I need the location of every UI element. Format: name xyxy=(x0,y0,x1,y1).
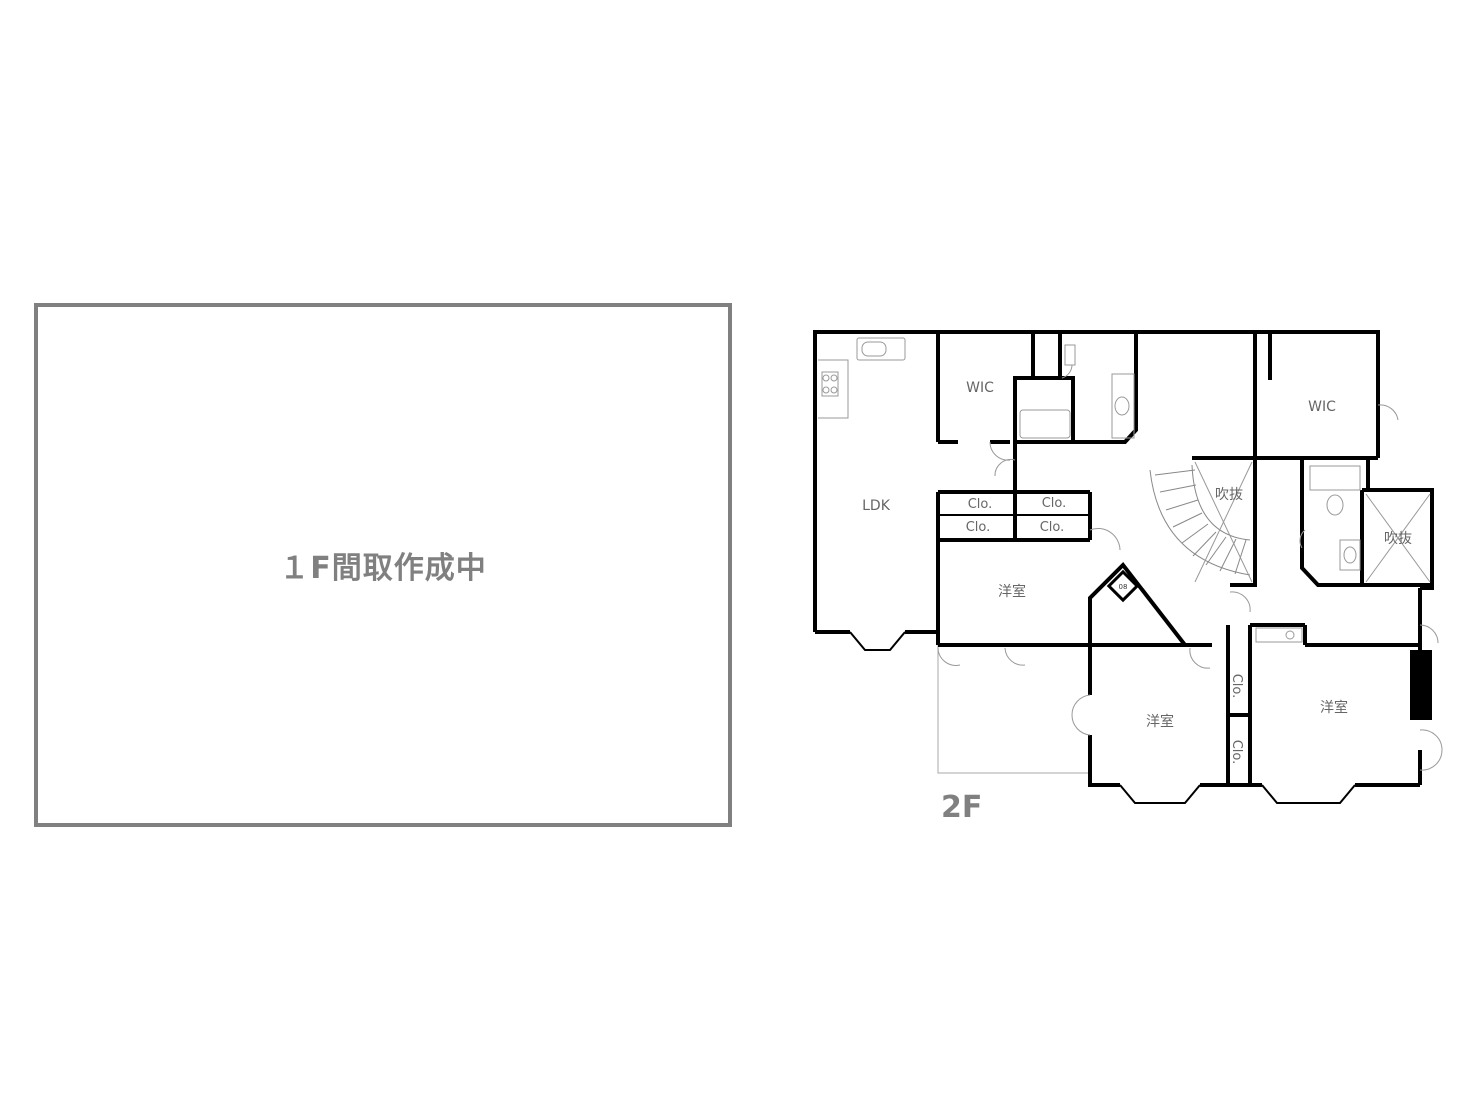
ps-box: 08 xyxy=(1106,569,1140,603)
wall-fixture xyxy=(1410,650,1432,720)
room-closet-v2: Clo. xyxy=(1229,740,1244,765)
fixtures xyxy=(818,337,1361,643)
room-yoshitsu-3: 洋室 xyxy=(1320,699,1348,716)
doors xyxy=(937,364,1443,771)
room-wic-right: WIC xyxy=(1308,399,1336,415)
ps-label: 08 xyxy=(1119,583,1128,591)
room-closet-3: Clo. xyxy=(966,520,991,535)
room-fukinuke-1: 吹抜 xyxy=(1215,487,1243,503)
outer-walls xyxy=(813,330,1434,787)
floor1-placeholder-text: １F間取作成中 xyxy=(279,551,487,586)
room-labels: LDK WIC WIC Clo. Clo. Clo. Clo. Clo. Clo… xyxy=(862,380,1412,764)
void-areas xyxy=(1194,461,1431,583)
interior-walls xyxy=(936,332,1432,785)
room-closet-v1: Clo. xyxy=(1229,674,1244,699)
room-wic-left: WIC xyxy=(966,380,994,396)
floor2-label: 2F xyxy=(941,790,983,825)
room-yoshitsu-1: 洋室 xyxy=(998,583,1026,600)
room-fukinuke-2: 吹抜 xyxy=(1384,531,1412,547)
room-yoshitsu-2: 洋室 xyxy=(1146,713,1174,730)
bay-windows xyxy=(849,631,1356,804)
room-closet-4: Clo. xyxy=(1040,520,1065,535)
room-closet-2: Clo. xyxy=(1042,496,1067,511)
floor1-placeholder-panel: １F間取作成中 xyxy=(34,303,732,827)
room-closet-1: Clo. xyxy=(968,497,993,512)
spiral-stairs xyxy=(1149,464,1251,576)
room-ldk: LDK xyxy=(862,498,891,514)
patio-outline xyxy=(937,645,1090,774)
